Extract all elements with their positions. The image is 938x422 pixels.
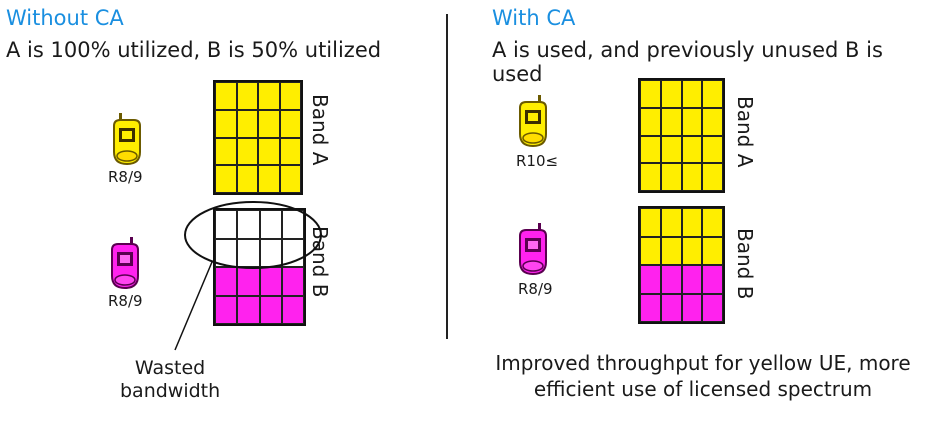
resource-block — [640, 80, 661, 108]
resource-block — [215, 295, 238, 324]
resource-block — [281, 210, 304, 239]
resource-block — [215, 165, 237, 193]
resource-block — [681, 265, 703, 294]
resource-block — [681, 293, 703, 322]
resource-block — [681, 236, 703, 265]
resource-block — [660, 107, 682, 136]
left-title: Without CA — [6, 6, 124, 30]
wasted-bandwidth-callout — [174, 201, 322, 351]
right-magenta-phone-label: R8/9 — [518, 280, 553, 298]
resource-block — [258, 109, 280, 138]
resource-block — [237, 210, 260, 239]
magenta-phone-icon — [514, 222, 550, 280]
resource-block — [702, 208, 723, 237]
left-magenta-phone-label: R8/9 — [108, 292, 143, 310]
resource-block — [660, 208, 682, 237]
resource-block — [702, 236, 723, 265]
resource-block — [259, 295, 282, 324]
resource-block — [258, 137, 280, 166]
resource-block — [281, 295, 304, 324]
resource-block — [660, 265, 682, 294]
resource-block — [215, 137, 237, 166]
right-footer-caption: Improved throughput for yellow UE, more … — [495, 351, 911, 401]
resource-block — [660, 135, 682, 164]
magenta-phone-icon — [106, 236, 142, 294]
resource-block — [640, 163, 661, 191]
left-band-a-grid — [213, 80, 303, 195]
resource-block — [702, 80, 723, 108]
resource-block — [681, 163, 703, 191]
resource-block — [237, 238, 260, 267]
resource-block — [215, 238, 238, 267]
yellow-phone-icon — [108, 112, 144, 170]
resource-block — [640, 208, 661, 237]
right-yellow-phone-label: R10≤ — [516, 152, 559, 170]
resource-block — [215, 109, 237, 138]
right-band-b-grid — [638, 206, 725, 324]
left-yellow-phone-label: R8/9 — [108, 168, 143, 186]
right-subtitle: A is used, and previously unused B is us… — [492, 38, 883, 86]
resource-block — [702, 293, 723, 322]
resource-block — [281, 267, 304, 296]
resource-block — [640, 265, 661, 294]
resource-block — [640, 293, 661, 322]
resource-block — [236, 109, 258, 138]
resource-block — [237, 295, 260, 324]
resource-block — [215, 210, 238, 239]
resource-block — [702, 107, 723, 136]
right-title: With CA — [492, 6, 576, 30]
wasted-bandwidth-label: Wasted bandwidth — [120, 357, 221, 402]
resource-block — [681, 80, 703, 108]
resource-block — [236, 137, 258, 166]
resource-block — [640, 236, 661, 265]
resource-block — [279, 137, 301, 166]
right-band-a-grid — [638, 78, 725, 193]
resource-block — [279, 109, 301, 138]
resource-block — [258, 82, 280, 110]
resource-block — [660, 80, 682, 108]
left-band-a-label: Band A — [308, 94, 332, 166]
resource-block — [279, 165, 301, 193]
yellow-phone-icon — [514, 94, 550, 152]
resource-block — [660, 293, 682, 322]
left-band-b-grid — [213, 208, 306, 326]
resource-block — [640, 107, 661, 136]
resource-block — [258, 165, 280, 193]
resource-block — [702, 265, 723, 294]
resource-block — [236, 165, 258, 193]
resource-block — [681, 135, 703, 164]
resource-block — [702, 163, 723, 191]
right-band-a-label: Band A — [733, 96, 757, 168]
resource-block — [640, 135, 661, 164]
resource-block — [259, 210, 282, 239]
resource-block — [702, 135, 723, 164]
resource-block — [660, 163, 682, 191]
panel-divider — [446, 14, 448, 339]
resource-block — [660, 236, 682, 265]
resource-block — [236, 82, 258, 110]
resource-block — [215, 267, 238, 296]
resource-block — [681, 208, 703, 237]
right-band-b-label: Band B — [733, 228, 757, 300]
resource-block — [215, 82, 237, 110]
left-subtitle: A is 100% utilized, B is 50% utilized — [6, 38, 382, 62]
resource-block — [279, 82, 301, 110]
resource-block — [681, 107, 703, 136]
